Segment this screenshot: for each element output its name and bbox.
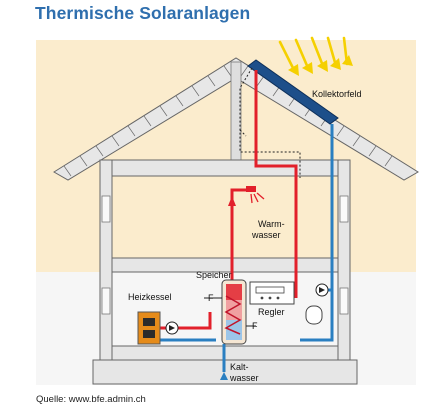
cold-water-label-1: Kalt- [230, 362, 249, 372]
sensor-lines [204, 297, 256, 327]
cold-water-arrow [220, 372, 228, 380]
sun-rays [278, 36, 349, 72]
hot-arrow [228, 196, 236, 206]
warm-water-label-1: Warm- [258, 219, 285, 229]
controller-box [249, 281, 295, 305]
control-wires [239, 67, 301, 178]
boiler-label: Heizkessel [128, 292, 172, 302]
controller-label: Regler [258, 307, 285, 317]
sun-ray-heads [288, 55, 353, 76]
source-caption: Quelle: www.bfe.admin.ch [36, 394, 146, 405]
windows [101, 195, 349, 315]
page-title: Thermische Solaranlagen [35, 3, 251, 23]
sensor-f-return: F [252, 321, 258, 331]
boiler [137, 311, 161, 345]
warm-water-label-2: wasser [251, 230, 281, 240]
collector-panel [247, 59, 339, 125]
collector-label: Kollektorfeld [312, 89, 362, 99]
boiler-pump-icon [165, 321, 179, 335]
pump-icon [315, 283, 329, 297]
sensor-f-storage: F [208, 293, 214, 303]
cold-water-label-2: wasser [229, 373, 259, 383]
storage-label: Speicher [196, 270, 232, 280]
expansion-vessel [305, 305, 323, 325]
storage-tank [221, 279, 247, 345]
shower-icon [246, 186, 265, 204]
